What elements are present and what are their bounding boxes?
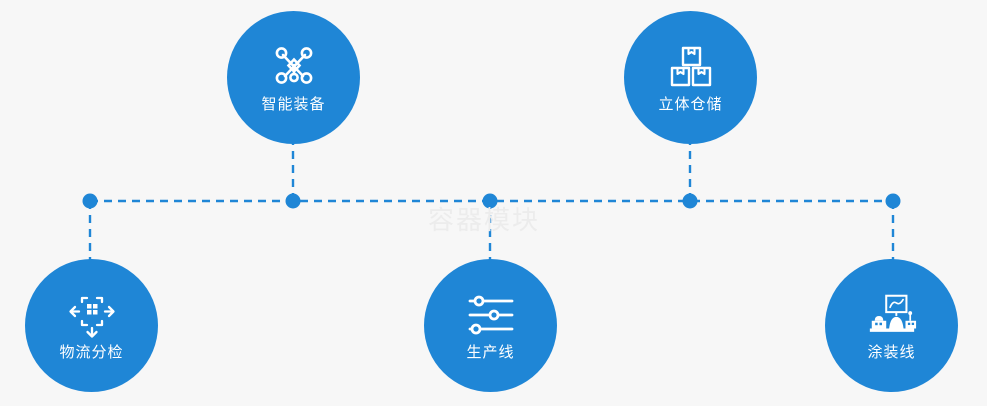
factory-monitor-icon xyxy=(866,291,918,339)
network-nodes-icon xyxy=(268,43,320,91)
node-label: 智能装备 xyxy=(261,95,326,113)
node-logistics-sorting[interactable]: 物流分检 xyxy=(25,259,158,392)
junction-dot-1 xyxy=(82,193,98,209)
junction-dot-5 xyxy=(885,193,901,209)
sliders-icon xyxy=(465,291,517,339)
watermark-text: 容器模块 xyxy=(428,206,541,236)
node-label: 立体仓储 xyxy=(658,95,723,113)
node-smart-equipment[interactable]: 智能装备 xyxy=(227,11,360,144)
sorting-scan-icon xyxy=(66,291,118,339)
stacked-boxes-icon xyxy=(665,43,717,91)
node-stereoscopic-warehouse[interactable]: 立体仓储 xyxy=(624,11,757,144)
node-label: 涂装线 xyxy=(867,343,916,361)
node-label: 生产线 xyxy=(466,343,515,361)
node-production-line[interactable]: 生产线 xyxy=(424,259,557,392)
junction-dot-2 xyxy=(285,193,301,209)
node-label: 物流分检 xyxy=(59,343,124,361)
junction-dot-4 xyxy=(682,193,698,209)
node-painting-line[interactable]: 涂装线 xyxy=(825,259,958,392)
